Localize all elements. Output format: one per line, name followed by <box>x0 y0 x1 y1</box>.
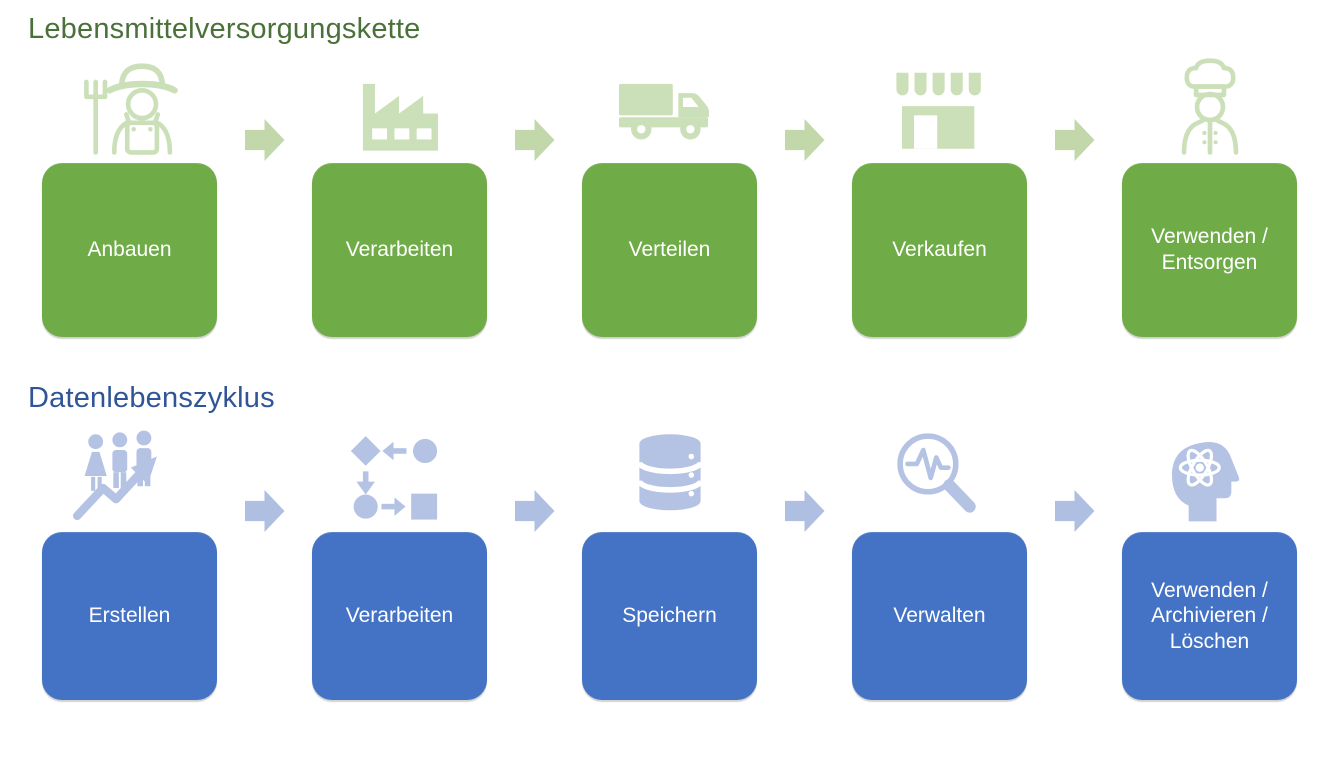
arrow-right-icon <box>784 119 825 161</box>
box-verwenden-entsorgen: Verwenden / Entsorgen <box>1122 163 1297 337</box>
step-verwalten: Verwalten <box>852 427 1027 700</box>
arrow-right-icon <box>1054 490 1095 532</box>
box-label: Erstellen <box>88 604 171 628</box>
arrow-right-icon <box>514 490 555 532</box>
step-verarbeiten-food: Verarbeiten <box>312 58 487 337</box>
arrow-right-icon <box>244 119 285 161</box>
step-speichern: Speichern <box>582 427 757 700</box>
box-label: Verkaufen <box>892 238 987 262</box>
data-lifecycle-section: Datenlebenszyklus <box>28 379 1344 700</box>
step-verteilen: Verteilen <box>582 58 757 337</box>
step-anbauen: Anbauen <box>42 58 217 337</box>
box-label: Verwenden / Archivieren / Löschen <box>1151 578 1268 653</box>
box-label: Verwalten <box>893 604 986 628</box>
box-verarbeiten-data: Verarbeiten <box>312 532 487 700</box>
box-speichern: Speichern <box>582 532 757 700</box>
magnifier-pulse-icon <box>896 433 976 513</box>
storefront-icon <box>895 72 981 149</box>
step-verwenden-entsorgen: Verwenden / Entsorgen <box>1122 58 1297 337</box>
arrow-right-icon <box>784 490 825 532</box>
people-growth-icon <box>72 430 157 521</box>
data-lifecycle-title: Datenlebenszyklus <box>28 382 275 414</box>
arrow-right-icon <box>1054 119 1095 161</box>
step-verkaufen: Verkaufen <box>852 58 1027 337</box>
box-verteilen: Verteilen <box>582 163 757 337</box>
step-verwenden-archivieren-loeschen: Verwenden / Archivieren / Löschen <box>1122 427 1297 700</box>
chef-icon <box>1181 58 1238 155</box>
flowchart-icon <box>350 436 437 520</box>
box-anbauen: Anbauen <box>42 163 217 337</box>
food-chain-title: Lebensmittelversorgungskette <box>28 13 421 45</box>
box-erstellen: Erstellen <box>42 532 217 700</box>
box-label: Anbauen <box>87 238 172 262</box>
data-chain-row: Erstellen <box>42 427 1344 700</box>
step-erstellen: Erstellen <box>42 427 217 700</box>
box-label: Speichern <box>622 604 717 628</box>
arrow-right-icon <box>244 490 285 532</box>
box-verarbeiten-food: Verarbeiten <box>312 163 487 337</box>
delivery-truck-icon <box>618 83 709 140</box>
factory-icon <box>362 83 438 151</box>
arrow-right-icon <box>514 119 555 161</box>
box-label: Verteilen <box>628 238 711 262</box>
food-supply-chain-section: Lebensmittelversorgungskette Anbau <box>28 10 1344 337</box>
farmer-icon <box>83 63 178 155</box>
database-icon <box>636 434 703 511</box>
box-label: Verwenden / Entsorgen <box>1151 225 1268 274</box>
box-verwenden-archivieren-loeschen: Verwenden / Archivieren / Löschen <box>1122 532 1297 700</box>
box-verkaufen: Verkaufen <box>852 163 1027 337</box>
step-verarbeiten-data: Verarbeiten <box>312 427 487 700</box>
box-label: Verarbeiten <box>345 238 454 262</box>
food-chain-row: Anbauen Verarbeiten <box>42 58 1344 337</box>
box-verwalten: Verwalten <box>852 532 1027 700</box>
head-atom-icon <box>1171 442 1239 522</box>
box-label: Verarbeiten <box>345 604 454 628</box>
